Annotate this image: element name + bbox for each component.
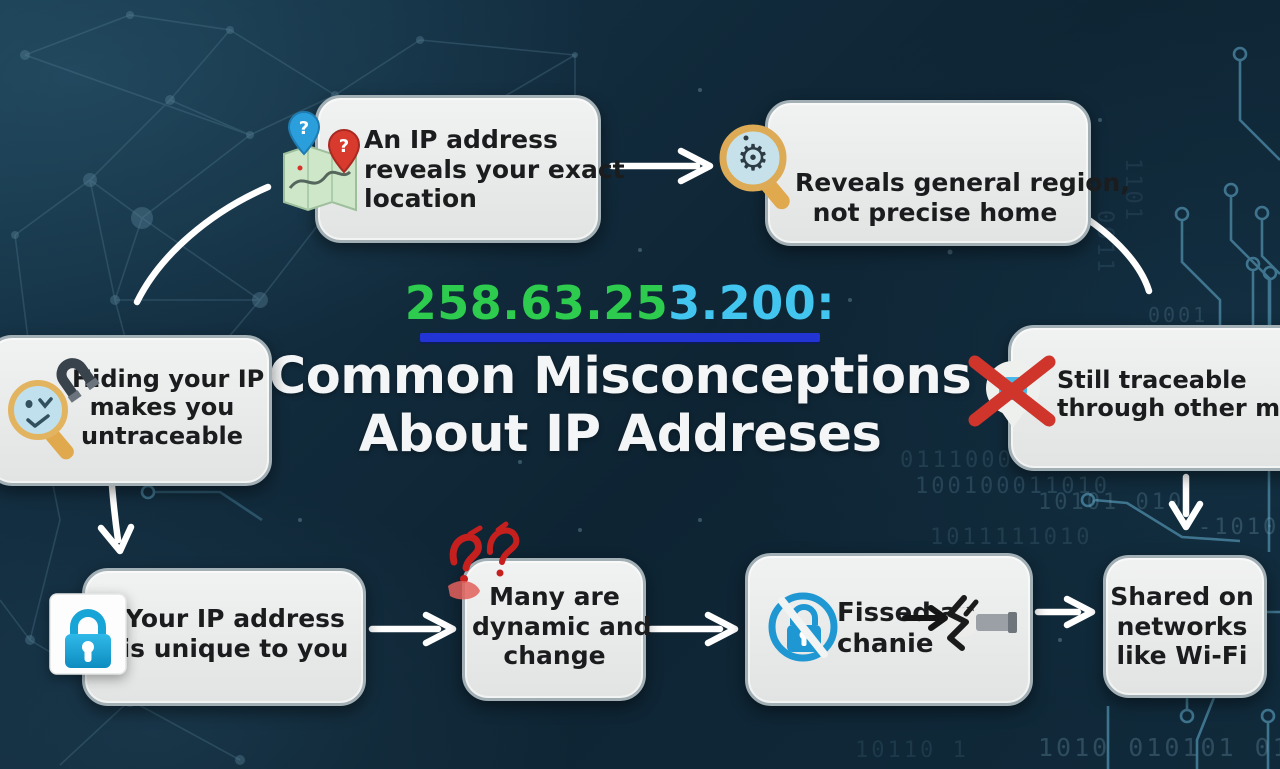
arrow-down-right bbox=[1168, 473, 1204, 531]
svg-text:?: ? bbox=[299, 118, 309, 139]
arrow-bottom-1 bbox=[368, 611, 457, 647]
magnifier-gear-icon: ⚙ bbox=[719, 124, 790, 210]
no-lock-icon bbox=[768, 592, 838, 662]
crossed-pin-icon bbox=[968, 355, 1056, 428]
broken-cable-icon bbox=[902, 595, 1017, 651]
card-hiding-ip-text: Hiding your IP makes you untraceable bbox=[72, 365, 265, 450]
card-unique-ip bbox=[82, 568, 366, 706]
map-question-pins-icon: ? ? bbox=[283, 110, 361, 212]
arrow-bottom-2 bbox=[647, 611, 739, 647]
slash-mark bbox=[778, 597, 828, 658]
red-question-pin: ? bbox=[327, 128, 361, 174]
ip-green-part: 258.63.25 bbox=[404, 276, 669, 330]
title-underline bbox=[420, 333, 820, 342]
arrow-down-left bbox=[97, 482, 135, 555]
blue-question-pin: ? bbox=[287, 110, 321, 156]
page-title-line1: Common Misconceptions bbox=[268, 347, 972, 406]
title-block: 258.63.253.200: Common Misconceptions Ab… bbox=[240, 276, 1000, 464]
card-shared-networks bbox=[1103, 555, 1267, 698]
red-scribble-icon bbox=[448, 521, 520, 600]
gear-glyph: ⚙ bbox=[737, 138, 769, 179]
padlock-icon bbox=[49, 593, 127, 675]
black-arrow bbox=[902, 605, 948, 631]
arrow-bottom-3 bbox=[1034, 595, 1096, 629]
page-title-line2: About IP Addreses bbox=[358, 405, 882, 464]
card-exact-location-text: An IP address reveals your exact locatio… bbox=[364, 125, 625, 213]
card-dynamic-ip-text: Many are dynamic and change bbox=[472, 582, 652, 670]
arrow-top bbox=[608, 147, 714, 185]
svg-text:?: ? bbox=[339, 136, 349, 157]
magnifier-magnet-icon bbox=[8, 358, 100, 460]
zigzag-break bbox=[947, 595, 969, 651]
magnet-shape bbox=[56, 358, 100, 403]
curve-connector-left bbox=[133, 183, 272, 306]
card-unique-ip-text: Your IP address is unique to you bbox=[121, 604, 349, 663]
card-still-traceable-text: Still traceable through other means bbox=[1057, 366, 1280, 423]
ip-address-heading: 258.63.253.200: bbox=[240, 276, 1000, 330]
card-shared-networks-text: Shared on networks like Wi-Fi bbox=[1110, 582, 1254, 670]
ip-cyan-part: 3.200: bbox=[668, 276, 836, 330]
cable-plug bbox=[976, 614, 1012, 631]
card-exact-location bbox=[315, 95, 601, 243]
red-x-mark bbox=[968, 355, 1056, 427]
card-general-region-text: Reveals general region, not precise home bbox=[795, 168, 1130, 227]
card-dynamic-ip bbox=[462, 558, 646, 701]
